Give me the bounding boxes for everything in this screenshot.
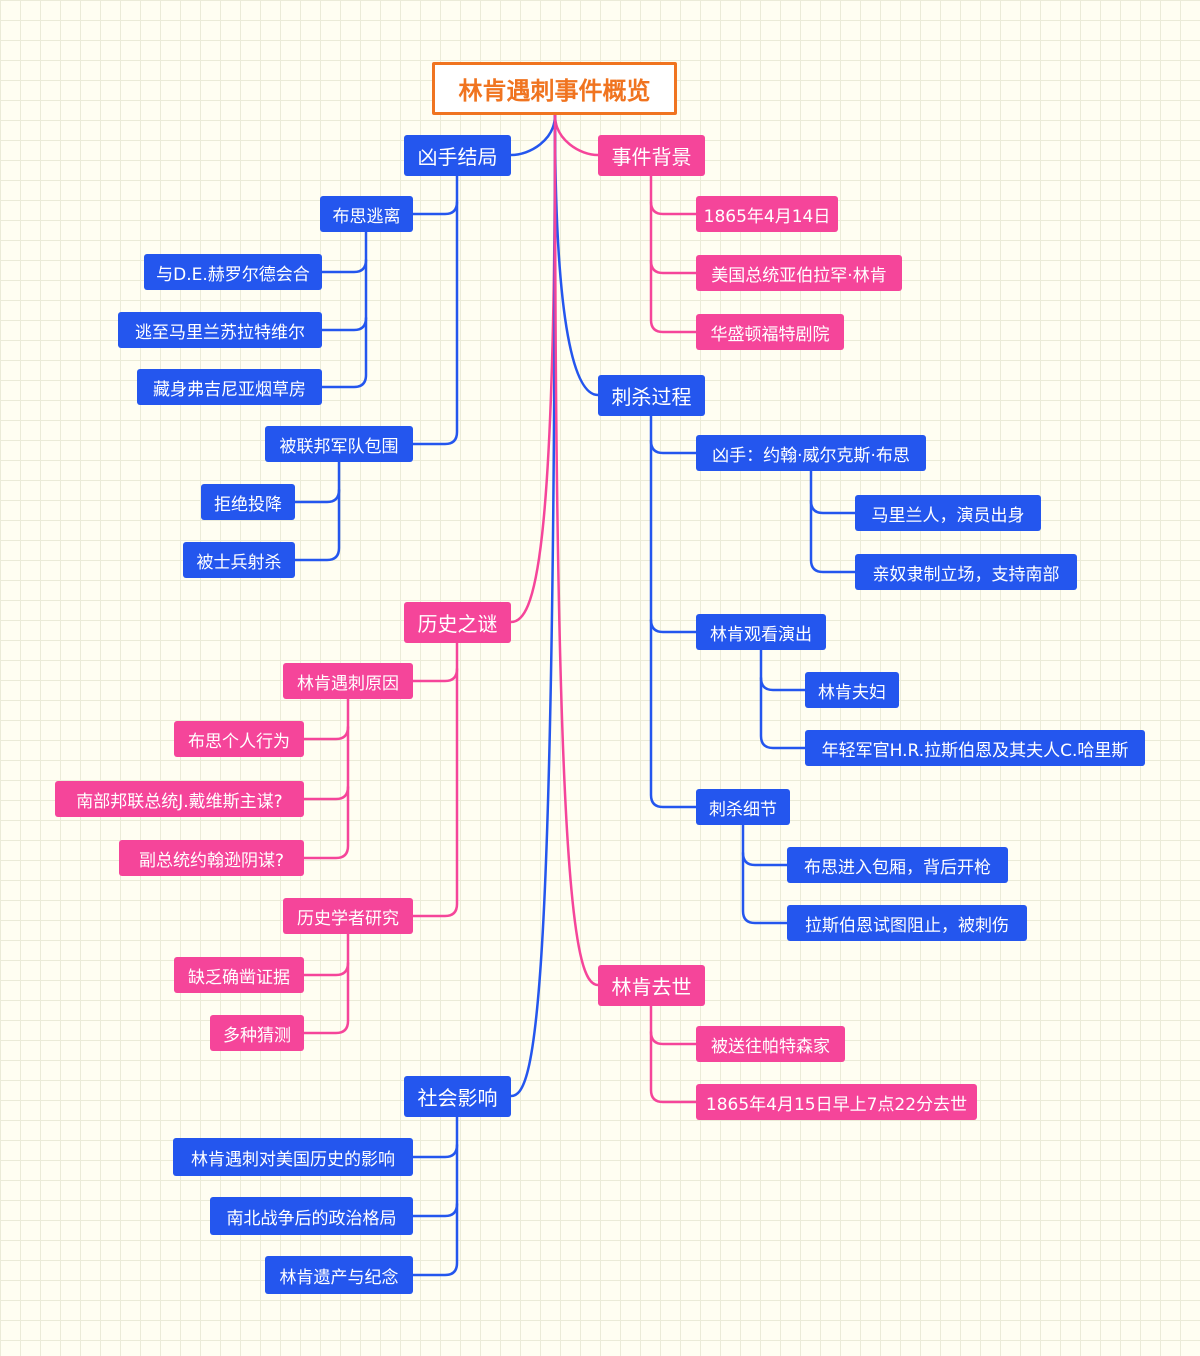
link-root-lincoln-death bbox=[553, 113, 600, 987]
topic-assassination-process[interactable]: 刺杀过程 bbox=[598, 375, 705, 416]
link-lincoln-death-branch-0 bbox=[649, 1030, 698, 1046]
leaf-postwar-politics[interactable]: 南北战争后的政治格局 bbox=[210, 1197, 413, 1235]
link-event-background-branch-1 bbox=[649, 259, 698, 275]
link-assassination-process-branch-0 bbox=[649, 439, 698, 455]
leaf-date[interactable]: 1865年4月14日 bbox=[696, 196, 838, 232]
link-assassin-trunk bbox=[809, 469, 857, 574]
link-social-impact-branch-1 bbox=[411, 1202, 459, 1218]
link-watching-play-trunk bbox=[759, 648, 807, 750]
link-historical-mystery-trunk bbox=[411, 641, 459, 918]
leaf-lincoln-couple[interactable]: 林肯夫妇 bbox=[805, 672, 899, 708]
link-assassin-branch-0 bbox=[809, 499, 857, 515]
leaf-various-guesses[interactable]: 多种猜测 bbox=[210, 1015, 304, 1051]
topic-event-background[interactable]: 事件背景 bbox=[598, 135, 705, 176]
leaf-johnson-conspiracy[interactable]: 副总统约翰逊阴谋? bbox=[119, 840, 304, 876]
subtopic-surrounded[interactable]: 被联邦军队包围 bbox=[265, 426, 413, 462]
leaf-personal-act[interactable]: 布思个人行为 bbox=[174, 721, 304, 757]
subtopic-historian-research[interactable]: 历史学者研究 bbox=[283, 898, 413, 934]
link-cause-branch-0 bbox=[302, 725, 350, 741]
leaf-ford-theatre[interactable]: 华盛顿福特剧院 bbox=[696, 314, 844, 350]
link-booth-escape-branch-1 bbox=[320, 316, 368, 332]
subtopic-assassin-booth[interactable]: 凶手：约翰·威尔克斯·布思 bbox=[696, 435, 926, 471]
topic-historical-mystery[interactable]: 历史之谜 bbox=[404, 602, 511, 643]
link-root-social-impact bbox=[509, 113, 557, 1098]
link-murderer-outcome-trunk bbox=[411, 174, 459, 446]
link-assassination-process-trunk bbox=[649, 414, 698, 809]
link-root-assassination-process bbox=[553, 113, 600, 397]
link-watching-play-branch-0 bbox=[759, 676, 807, 692]
link-lincoln-death-trunk bbox=[649, 1004, 698, 1104]
subtopic-assassination-details[interactable]: 刺杀细节 bbox=[696, 789, 790, 825]
link-details-trunk bbox=[741, 823, 789, 925]
link-historical-mystery-branch-0 bbox=[411, 667, 459, 683]
link-assassination-process-branch-1 bbox=[649, 618, 698, 634]
leaf-shot-by-soldier[interactable]: 被士兵射杀 bbox=[183, 542, 295, 578]
root-topic[interactable]: 林肯遇刺事件概览 bbox=[432, 62, 677, 115]
link-root-event-background bbox=[553, 113, 600, 157]
link-cause-trunk bbox=[302, 697, 350, 860]
leaf-rathbone-harris[interactable]: 年轻军官H.R.拉斯伯恩及其夫人C.哈里斯 bbox=[805, 730, 1145, 766]
leaf-lack-evidence[interactable]: 缺乏确凿证据 bbox=[174, 957, 304, 993]
subtopic-assassination-cause[interactable]: 林肯遇刺原因 bbox=[283, 663, 413, 699]
link-booth-escape-branch-0 bbox=[320, 258, 368, 274]
leaf-pro-slavery[interactable]: 亲奴隶制立场，支持南部 bbox=[855, 554, 1077, 590]
leaf-president-lincoln[interactable]: 美国总统亚伯拉罕·林肯 bbox=[696, 255, 902, 291]
link-social-impact-branch-0 bbox=[411, 1143, 459, 1159]
link-cause-branch-1 bbox=[302, 785, 350, 801]
leaf-flee-maryland[interactable]: 逃至马里兰苏拉特维尔 bbox=[118, 312, 322, 348]
leaf-davis-mastermind[interactable]: 南部邦联总统J.戴维斯主谋? bbox=[55, 781, 304, 817]
link-root-murderer-outcome bbox=[509, 113, 557, 157]
link-social-impact-trunk bbox=[411, 1115, 459, 1277]
link-surrounded-trunk bbox=[293, 460, 341, 562]
topic-social-impact[interactable]: 社会影响 bbox=[404, 1076, 511, 1117]
leaf-petersen-house[interactable]: 被送往帕特森家 bbox=[696, 1026, 845, 1062]
link-murderer-outcome-branch-0 bbox=[411, 200, 459, 216]
link-root-historical-mystery bbox=[509, 113, 557, 624]
subtopic-booth-escape[interactable]: 布思逃离 bbox=[320, 196, 413, 232]
link-surrounded-branch-0 bbox=[293, 488, 341, 504]
leaf-maryland-actor[interactable]: 马里兰人，演员出身 bbox=[855, 495, 1041, 531]
leaf-refuse-surrender[interactable]: 拒绝投降 bbox=[201, 484, 295, 520]
link-booth-escape-trunk bbox=[320, 230, 368, 389]
leaf-impact-on-us-history[interactable]: 林肯遇刺对美国历史的影响 bbox=[173, 1138, 413, 1176]
link-research-branch-0 bbox=[302, 961, 350, 977]
leaf-death-time[interactable]: 1865年4月15日早上7点22分去世 bbox=[696, 1084, 977, 1120]
link-research-trunk bbox=[302, 932, 350, 1035]
leaf-meet-herold[interactable]: 与D.E.赫罗尔德会合 bbox=[144, 254, 322, 290]
leaf-hide-tobacco-barn[interactable]: 藏身弗吉尼亚烟草房 bbox=[137, 369, 322, 405]
subtopic-watching-play[interactable]: 林肯观看演出 bbox=[696, 614, 826, 650]
link-event-background-trunk bbox=[649, 174, 698, 334]
leaf-rathbone-stabbed[interactable]: 拉斯伯恩试图阻止，被刺伤 bbox=[787, 905, 1027, 941]
topic-lincoln-death[interactable]: 林肯去世 bbox=[598, 965, 705, 1006]
topic-murderer-outcome[interactable]: 凶手结局 bbox=[404, 135, 511, 176]
link-details-branch-0 bbox=[741, 851, 789, 867]
leaf-lincoln-legacy[interactable]: 林肯遗产与纪念 bbox=[265, 1256, 413, 1294]
leaf-booth-shoots[interactable]: 布思进入包厢，背后开枪 bbox=[787, 847, 1008, 883]
link-event-background-branch-0 bbox=[649, 200, 698, 216]
